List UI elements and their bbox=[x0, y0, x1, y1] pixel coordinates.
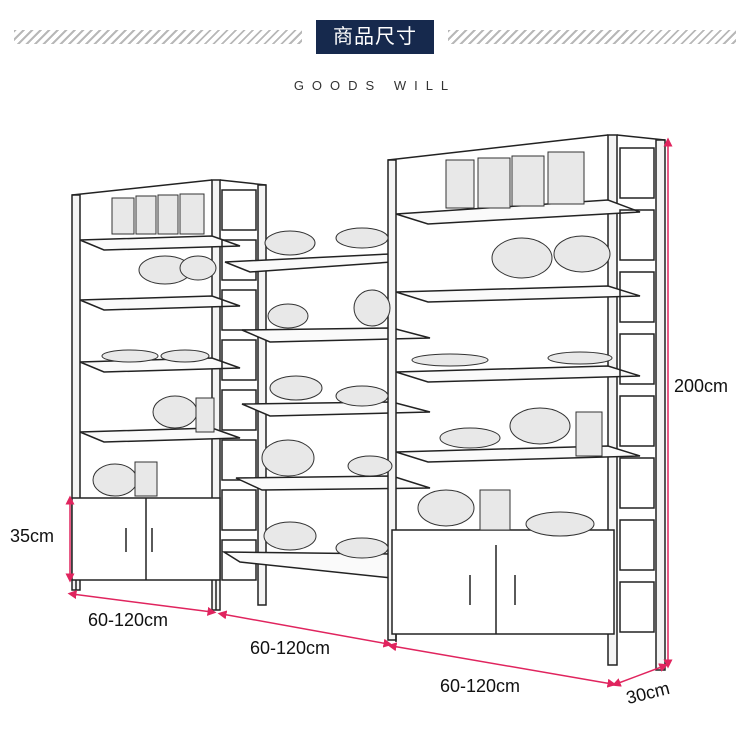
shelf-unit-right bbox=[387, 134, 666, 671]
dimension-width-right-label: 60-120cm bbox=[440, 676, 521, 696]
section-title: 商品尺寸 bbox=[316, 20, 434, 54]
decorative-hatch-right bbox=[448, 30, 736, 44]
shelf-unit-middle bbox=[221, 253, 431, 579]
dimension-lines bbox=[65, 137, 673, 688]
section-subtitle: GOODS WILL bbox=[293, 78, 457, 93]
dimension-height-label: 200cm bbox=[674, 376, 729, 396]
dimension-cabinet-height-label: 35cm bbox=[10, 526, 55, 546]
dimension-width-middle-label: 60-120cm bbox=[250, 638, 331, 658]
decorative-hatch-left bbox=[14, 30, 302, 44]
shelf-unit-left bbox=[71, 179, 267, 611]
goods-illustration bbox=[92, 151, 613, 559]
dimension-width-left-label: 60-120cm bbox=[88, 610, 169, 630]
